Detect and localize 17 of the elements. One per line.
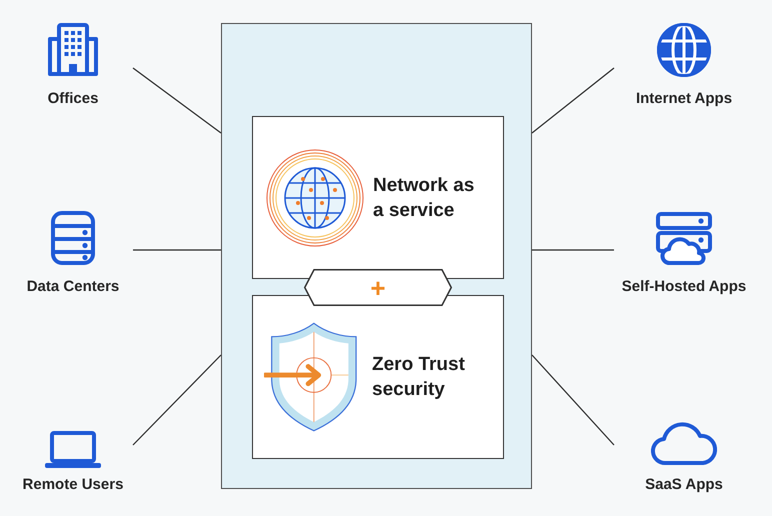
connector-line [132, 354, 222, 446]
connector-line [133, 249, 221, 251]
node-label: Internet Apps [636, 90, 732, 108]
node-label: Data Centers [26, 278, 120, 296]
service-title: Zero Trust security [372, 353, 466, 402]
node-label: Self-Hosted Apps [622, 278, 746, 296]
connector-line [132, 68, 222, 134]
node-label: Offices [48, 90, 98, 108]
connector-line [532, 249, 614, 251]
service-title: Network as a service [373, 174, 476, 222]
connector-line [532, 68, 614, 134]
plus-sign: + [370, 272, 386, 302]
connector-line [532, 354, 614, 446]
hexagon-tab [304, 269, 452, 306]
node-label: SaaS Apps [645, 476, 723, 494]
node-label: Remote Users [22, 476, 124, 494]
platform-panel [221, 23, 532, 489]
